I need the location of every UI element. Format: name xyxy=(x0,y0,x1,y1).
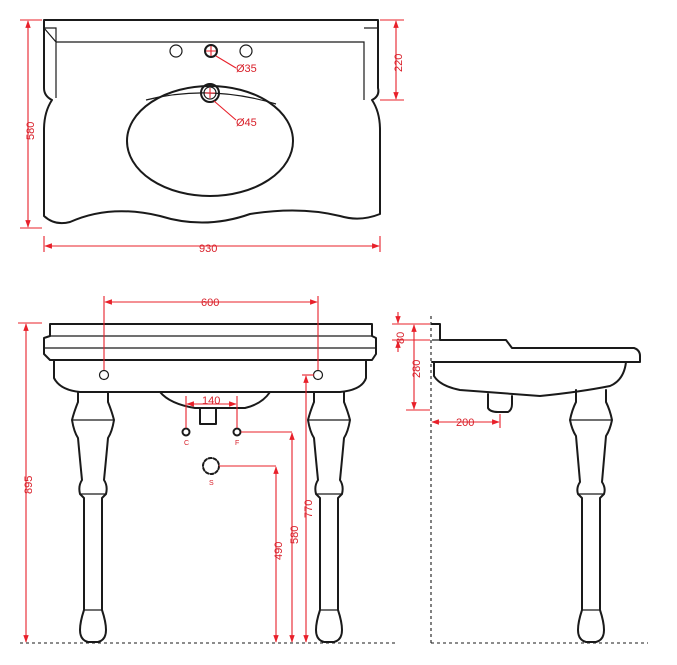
h580-label: 580 xyxy=(289,526,301,544)
drain-spacing-extension xyxy=(185,396,238,428)
tap-hole-label: Ø35 xyxy=(236,63,257,75)
drain-spacing-label: 140 xyxy=(202,395,220,407)
front-bowl xyxy=(159,391,271,409)
hot-water-connection xyxy=(232,427,242,437)
side-view xyxy=(430,316,648,644)
h490-label: 490 xyxy=(273,542,285,560)
side-offset-label: 200 xyxy=(456,417,474,429)
side-view-dimensions: 80 280 200 xyxy=(392,312,501,429)
h770-label: 770 xyxy=(303,500,315,518)
front-basin-body xyxy=(53,359,367,393)
front-leg-bolt-right xyxy=(312,369,324,381)
front-leg-left-rings xyxy=(72,419,114,611)
waste-label: S xyxy=(209,480,214,487)
front-view-dimensions: 600 140 895 770 580 490 xyxy=(18,296,319,643)
total-height-label: 895 xyxy=(23,476,35,494)
top-view-outline xyxy=(43,19,381,225)
cold-water-label: C xyxy=(184,440,189,447)
tap-hole-right xyxy=(239,44,253,58)
side-basin-body xyxy=(433,361,627,397)
tap-hole-center xyxy=(204,44,218,58)
side-drain xyxy=(487,393,513,413)
overflow-hole xyxy=(200,83,220,103)
tap-hole-cross xyxy=(206,46,216,56)
back-depth-label: 220 xyxy=(393,54,405,72)
overflow-hole-cross xyxy=(205,88,215,98)
front-leg-bolt-left xyxy=(98,369,110,381)
overflow-leader xyxy=(213,100,237,121)
side-top-slab xyxy=(431,323,641,363)
depth-label: 580 xyxy=(25,122,37,140)
tap-hole-left xyxy=(169,44,183,58)
waste-connection xyxy=(202,457,220,475)
top-view-dimensions: 930 580 220 Ø35 Ø45 xyxy=(20,19,405,255)
front-top-slab xyxy=(43,323,377,361)
front-drain xyxy=(199,407,217,425)
leg-spacing-extension xyxy=(103,296,319,370)
front-view: C F S xyxy=(20,323,395,644)
side-depth-label: 280 xyxy=(411,360,423,378)
tap-hole-leader xyxy=(215,55,237,69)
leg-spacing-label: 600 xyxy=(201,297,219,309)
front-slab-line xyxy=(44,335,376,349)
front-leg-left xyxy=(71,391,115,643)
basin-bowl xyxy=(126,85,294,197)
width-extension xyxy=(43,236,381,252)
back-depth-extension xyxy=(380,19,404,101)
splash-extension xyxy=(392,323,430,341)
front-leg-right-rings xyxy=(308,419,350,611)
splash-label: 80 xyxy=(395,332,407,344)
front-leg-right xyxy=(307,391,351,643)
width-label: 930 xyxy=(199,243,217,255)
top-view xyxy=(43,19,381,225)
hot-water-label: F xyxy=(235,440,239,447)
overflow-hole-inner xyxy=(203,86,217,100)
depth-extension xyxy=(20,19,42,229)
side-leg-rings xyxy=(570,419,612,611)
overflow-label: Ø45 xyxy=(236,117,257,129)
top-view-splash xyxy=(43,27,378,100)
side-leg xyxy=(569,389,613,643)
cold-water-connection xyxy=(181,427,191,437)
